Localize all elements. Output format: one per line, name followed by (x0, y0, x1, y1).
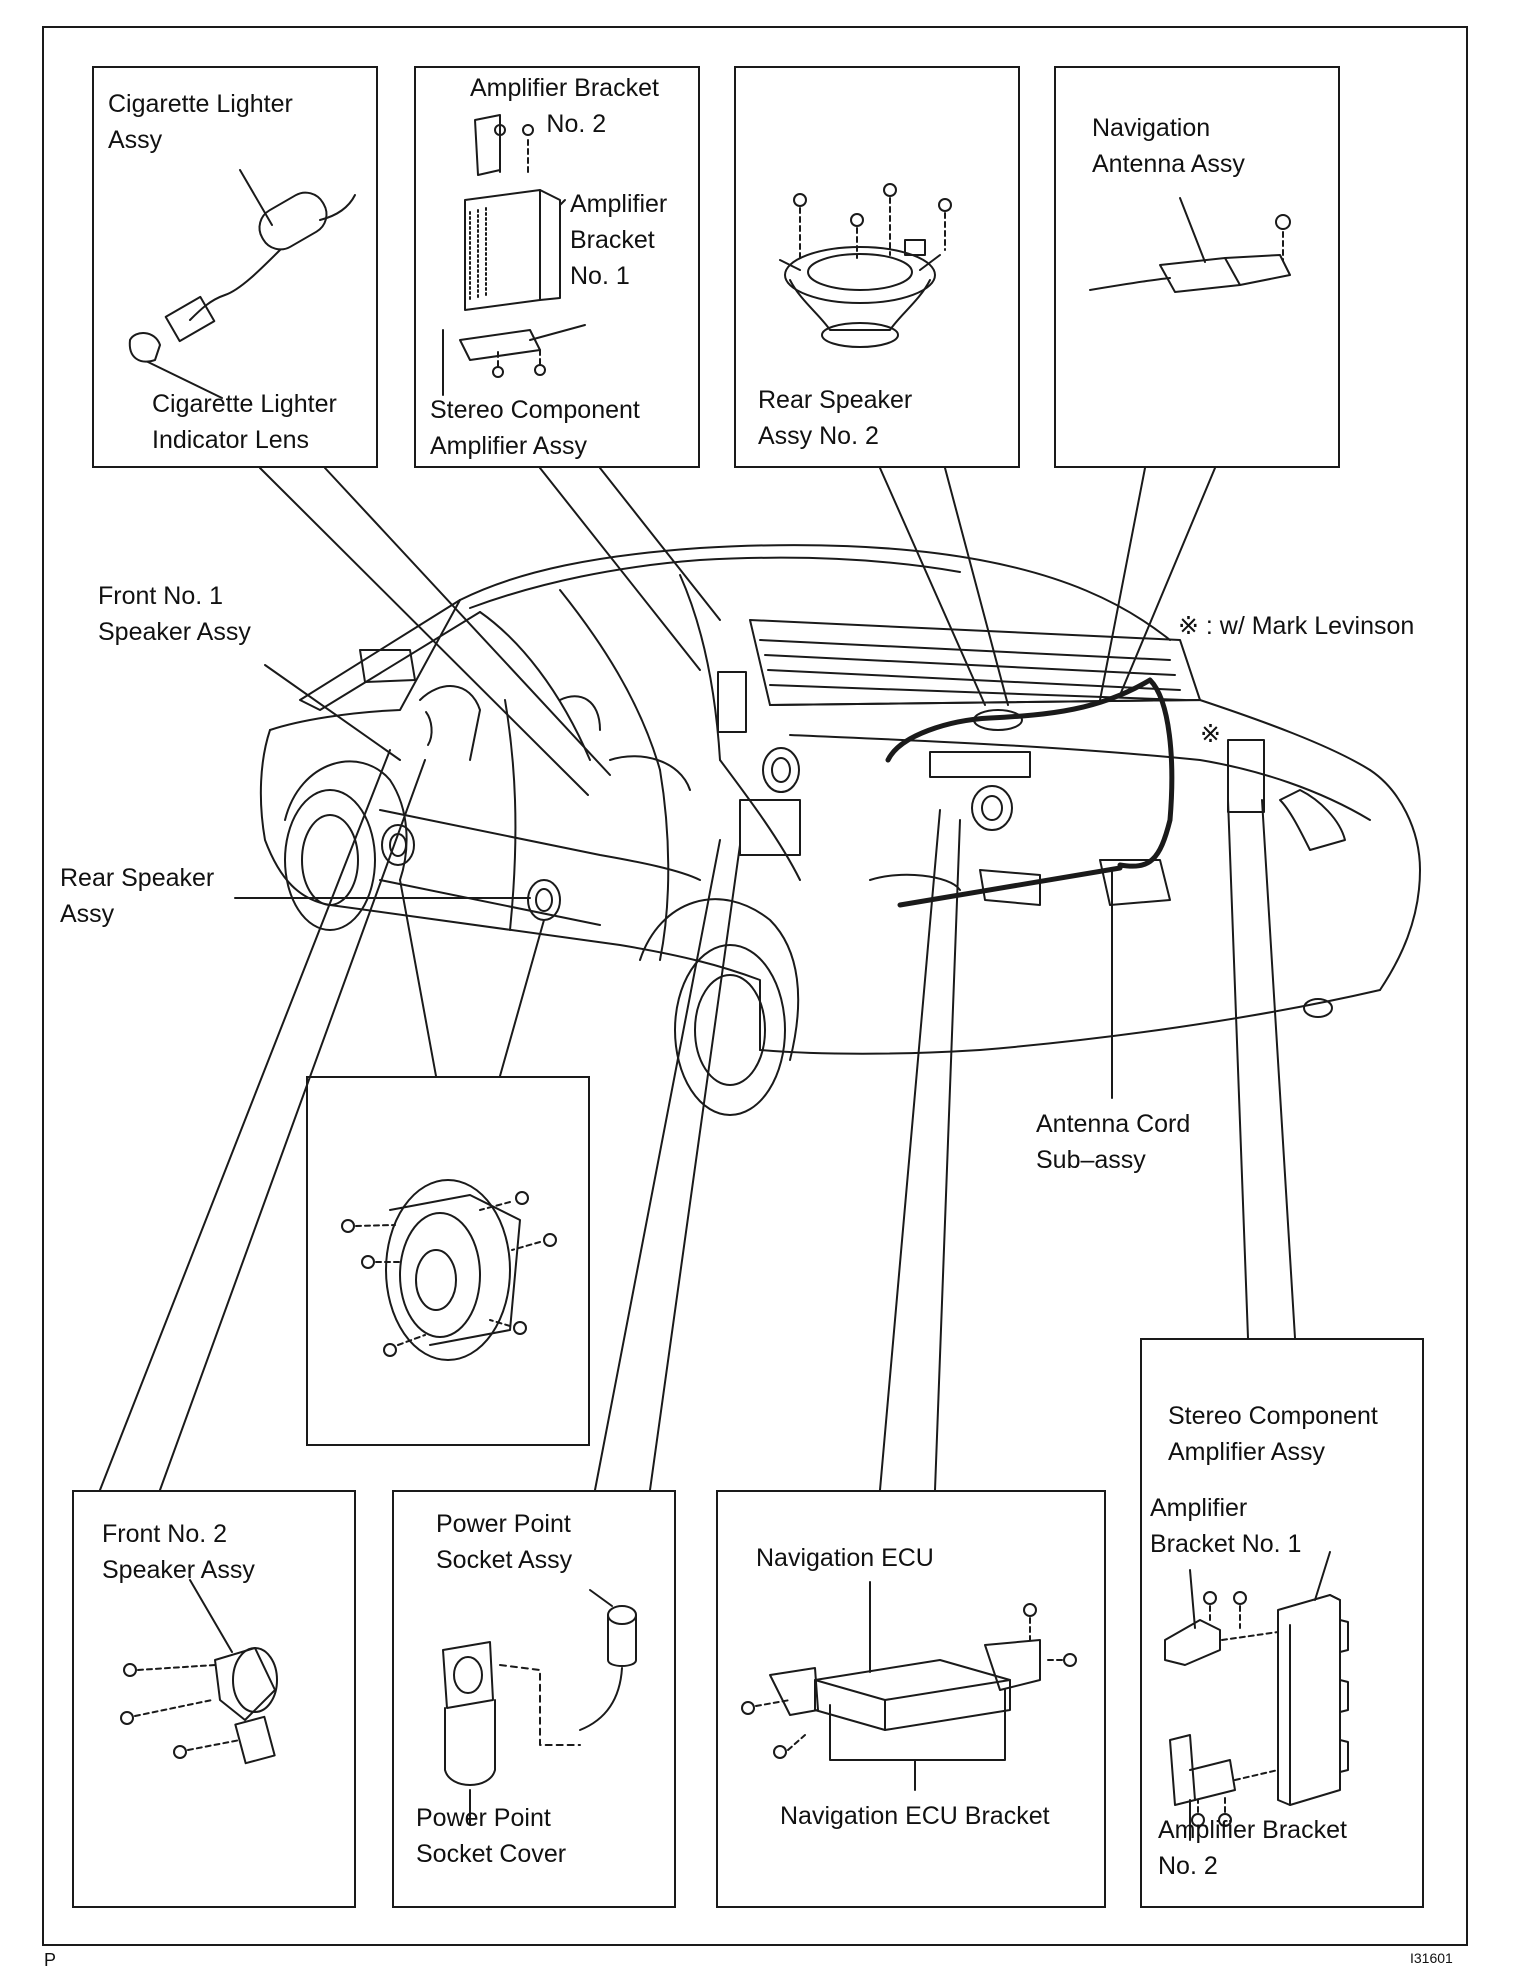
diagram-frame (42, 26, 1468, 1946)
speaker-detail-box (306, 1076, 590, 1446)
stereo-component-amplifier-assy-top-label: Stereo Component Amplifier Assy (430, 396, 640, 460)
cigarette-lighter-assy-label: Cigarette Lighter Assy (108, 90, 293, 154)
cigarette-lighter-box (92, 66, 378, 468)
front-no1-speaker-assy-label: Front No. 1 Speaker Assy (98, 582, 251, 646)
amplifier-right-box (1140, 1338, 1424, 1908)
antenna-cord-line (885, 677, 1175, 869)
navigation-ecu-label: Navigation ECU (756, 1544, 934, 1572)
front-no2-speaker-drawing (120, 1579, 278, 1765)
power-point-box (392, 1490, 676, 1908)
navigation-antenna-assy-label: Navigation Antenna Assy (1092, 114, 1245, 178)
navigation-ecu-drawing (741, 1581, 1077, 1791)
amplifier-top-box (414, 66, 700, 468)
corner-mark: P (44, 1950, 57, 1970)
speaker-detail-drawing (341, 1179, 557, 1361)
amplifier-bracket-no1-right-label: Amplifier Bracket No. 1 (1150, 1494, 1302, 1558)
amplifier-right-drawing (1164, 1551, 1349, 1841)
rear-speaker-no2-box (734, 66, 1020, 468)
mark-levinson-note: ※ : w/ Mark Levinson (1178, 612, 1415, 640)
navigation-antenna-box (1054, 66, 1340, 468)
navigation-antenna-drawing (1089, 197, 1291, 293)
cigarette-lighter-drawing (128, 169, 356, 399)
power-point-drawing (442, 1589, 637, 1826)
rear-speaker-assy-label: Rear Speaker Assy (60, 864, 215, 928)
figure-code: I31601 (1410, 1950, 1453, 1966)
amplifier-bracket-no1-top-label: Amplifier Bracket No. 1 (570, 190, 668, 290)
front-no2-speaker-box (72, 1490, 356, 1908)
front-no2-speaker-assy-label: Front No. 2 Speaker Assy (102, 1520, 255, 1584)
mark-levinson-marker: ※ (1200, 720, 1221, 748)
navigation-ecu-bracket-label: Navigation ECU Bracket (780, 1802, 1050, 1830)
amplifier-bracket-no2-top-label: Amplifier Bracket No. 2 (470, 74, 659, 138)
amplifier-top-drawing (442, 114, 586, 396)
stereo-component-amplifier-assy-right-label: Stereo Component Amplifier Assy (1168, 1402, 1378, 1466)
antenna-cord-sub-assy-label: Antenna Cord Sub–assy (1036, 1110, 1191, 1174)
cigarette-lighter-indicator-lens-label: Cigarette Lighter Indicator Lens (152, 390, 337, 454)
power-point-socket-assy-label: Power Point Socket Assy (436, 1510, 573, 1574)
car-body-drawing (259, 544, 1421, 1116)
rear-speaker-no2-drawing (779, 183, 952, 348)
power-point-socket-cover-label: Power Point Socket Cover (416, 1804, 567, 1868)
amplifier-bracket-no2-right-label: Amplifier Bracket No. 2 (1158, 1816, 1347, 1880)
rear-speaker-assy-no2-label: Rear Speaker Assy No. 2 (758, 386, 913, 450)
